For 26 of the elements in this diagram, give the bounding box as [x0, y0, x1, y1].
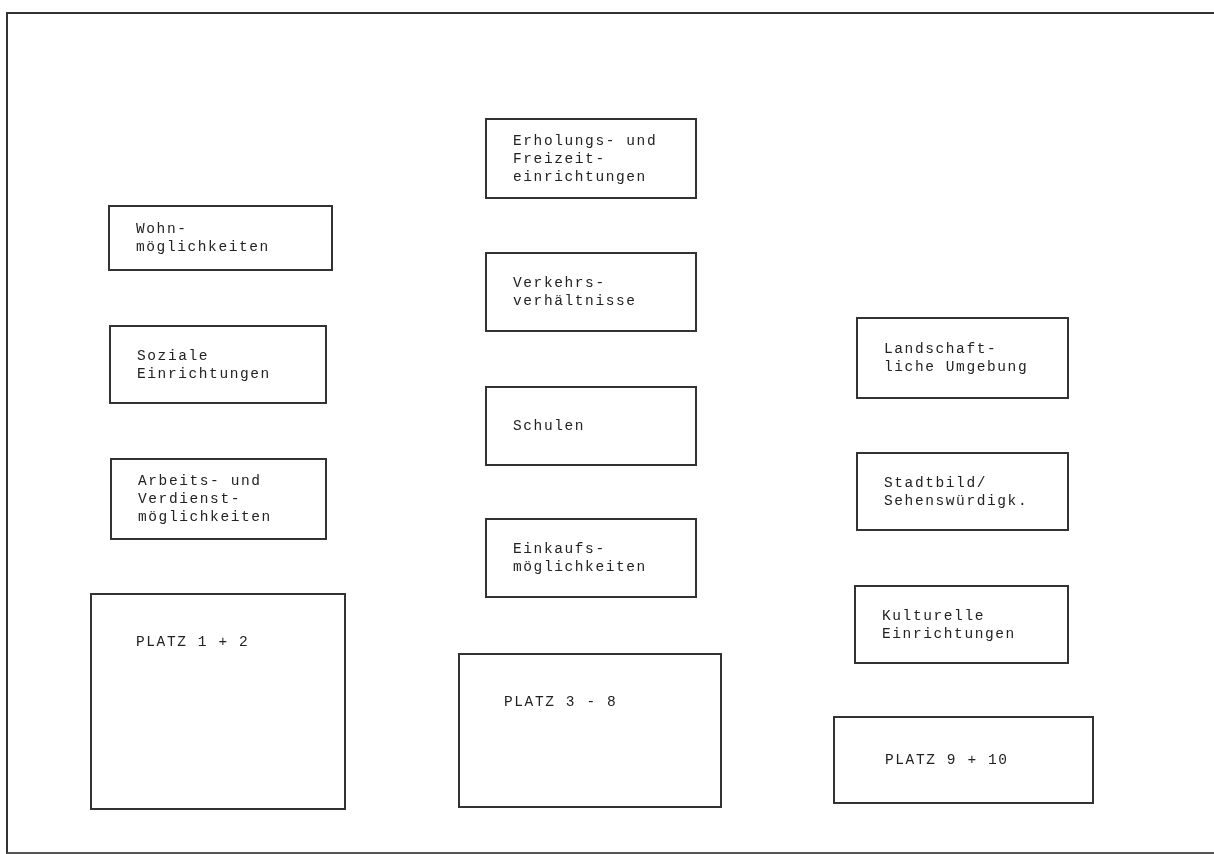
box-label: PLATZ 3 - 8 — [504, 693, 618, 711]
text-box — [485, 118, 697, 199]
box-label: Landschaft- liche Umgebung — [884, 340, 1029, 376]
box-label: Stadtbild/ Sehenswürdigk. — [884, 473, 1029, 510]
text-box — [109, 325, 327, 404]
box-label: Verkehrs- verhältnisse — [513, 274, 637, 310]
box-label: PLATZ 9 + 10 — [885, 751, 1009, 769]
text-box — [108, 205, 333, 271]
text-box — [90, 593, 346, 810]
text-box — [110, 458, 327, 540]
text-box — [856, 452, 1069, 531]
box-label: Soziale Einrichtungen — [137, 346, 271, 383]
box-label: PLATZ 1 + 2 — [136, 633, 250, 651]
box-label: Erholungs- und Freizeit- einrichtungen — [513, 131, 658, 186]
box-label: Einkaufs- möglichkeiten — [513, 540, 647, 576]
box-label: Schulen — [513, 417, 586, 435]
box-label: Kulturelle Einrichtungen — [882, 606, 1016, 643]
text-box — [854, 585, 1069, 664]
text-box — [485, 252, 697, 332]
text-box — [856, 317, 1069, 399]
text-box — [833, 716, 1094, 804]
text-box — [485, 518, 697, 598]
text-box — [458, 653, 722, 808]
box-label: Wohn- möglichkeiten — [136, 220, 270, 256]
text-box — [485, 386, 697, 466]
box-label: Arbeits- und Verdienst- möglichkeiten — [138, 472, 272, 526]
